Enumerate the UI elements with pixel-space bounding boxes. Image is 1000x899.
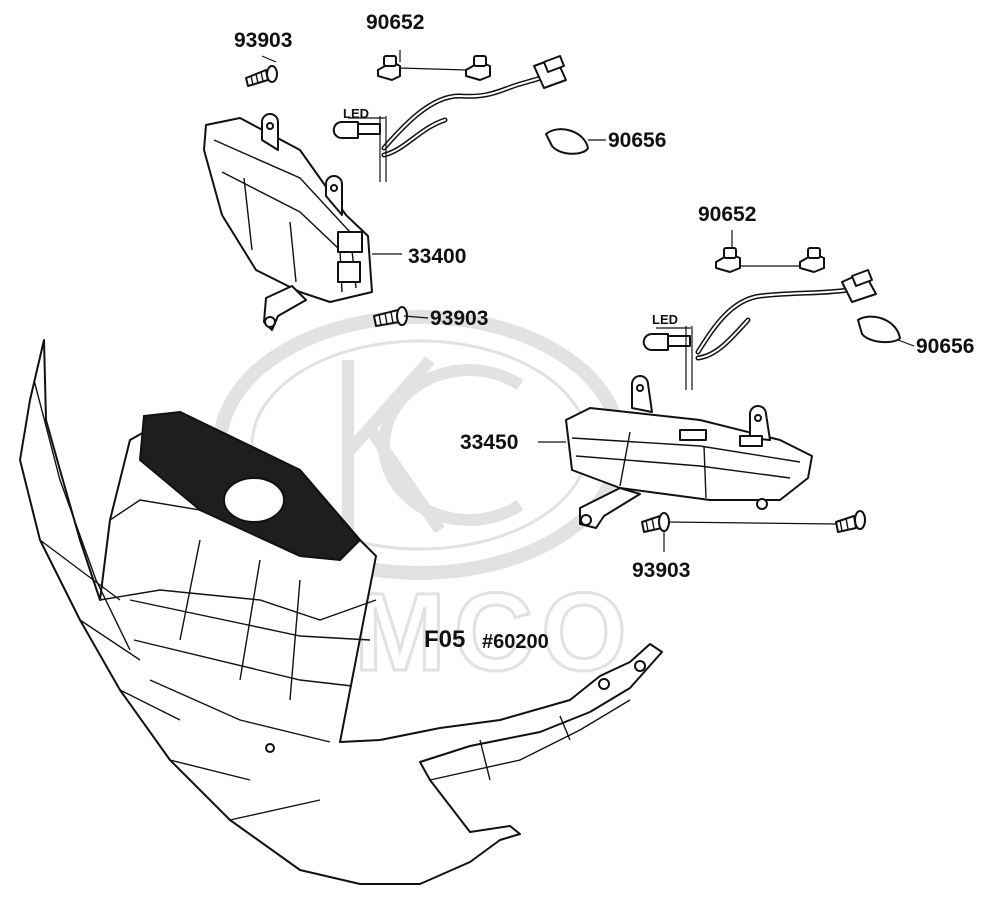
led-bulb-icon <box>332 116 387 182</box>
wire-harness <box>381 55 567 158</box>
screw-icon <box>373 306 408 327</box>
part-number-label: 90652 <box>366 11 425 34</box>
led-bulb-icon <box>642 326 693 390</box>
left-position-light <box>203 113 373 331</box>
reference-code: F05 <box>424 626 466 653</box>
reference-sub-code: #60200 <box>482 631 549 653</box>
part-number-label: 90652 <box>698 203 757 226</box>
part-number-label: 93903 <box>430 307 489 330</box>
screw-icon <box>245 65 278 87</box>
led-label: LED <box>343 106 369 121</box>
led-label: LED <box>652 312 678 327</box>
push-clip-icon <box>715 230 825 273</box>
front-cover <box>19 339 663 885</box>
wire-clip-icon <box>857 315 901 344</box>
part-number-label: 90656 <box>608 129 667 152</box>
part-number-label: 93903 <box>632 559 691 582</box>
push-clip-icon <box>377 50 491 81</box>
right-position-light <box>565 375 813 529</box>
wire-harness <box>695 269 877 361</box>
wire-clip-icon <box>545 128 589 155</box>
screw-icon <box>641 510 866 552</box>
part-number-label: 90656 <box>916 335 975 358</box>
part-number-label: 33450 <box>460 431 519 454</box>
part-number-label: 93903 <box>234 29 293 52</box>
part-number-label: 33400 <box>408 245 467 268</box>
